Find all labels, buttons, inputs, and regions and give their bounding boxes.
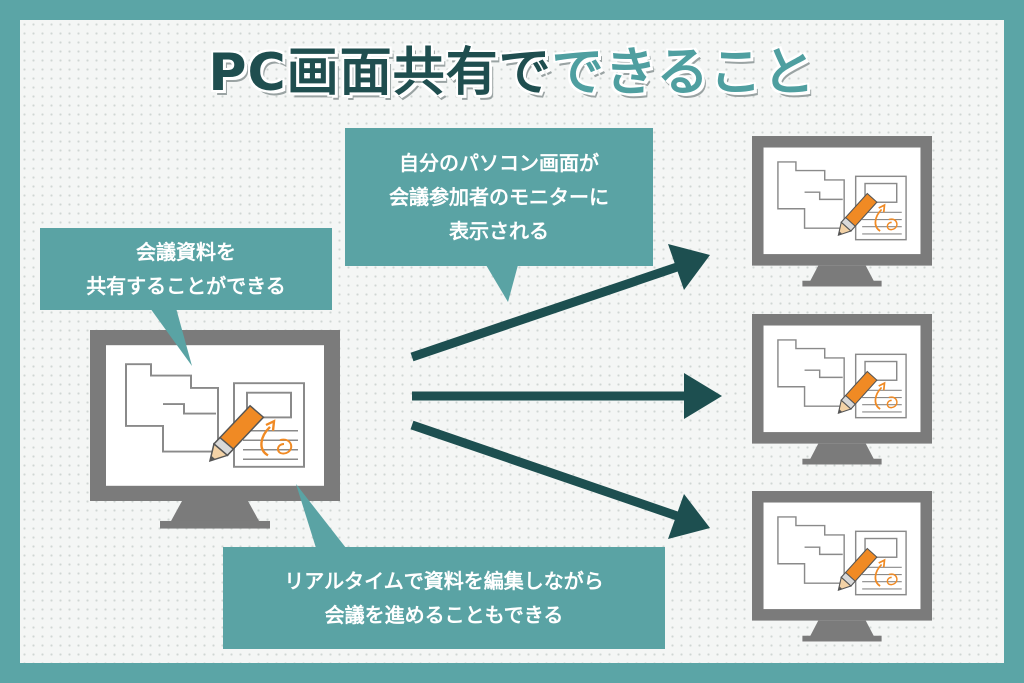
page-title: PC画面共有でできること — [0, 30, 1024, 105]
participant-monitor-icon-1 — [752, 136, 932, 286]
arrow-right-icon-upper — [410, 244, 710, 362]
callout-display: 自分のパソコン画面が 会議参加者のモニターに 表示される — [345, 128, 653, 266]
bubble-tail-display — [486, 265, 518, 302]
arrow-right-icon-middle — [412, 373, 722, 419]
participant-monitor-icon-2 — [752, 314, 932, 464]
participant-monitor-icon-3 — [752, 491, 932, 641]
bubble-tail-materials — [150, 308, 192, 366]
callout-realtime: リアルタイムで資料を編集しながら 会議を進めることもできる — [223, 547, 665, 649]
title-part-accent: できること — [551, 43, 816, 103]
arrow-right-icon-lower — [410, 420, 710, 539]
title-part-dark: PC画面共有で — [208, 43, 552, 103]
callout-materials: 会議資料を 共有することができる — [40, 228, 332, 310]
bubble-tail-realtime — [296, 484, 346, 548]
